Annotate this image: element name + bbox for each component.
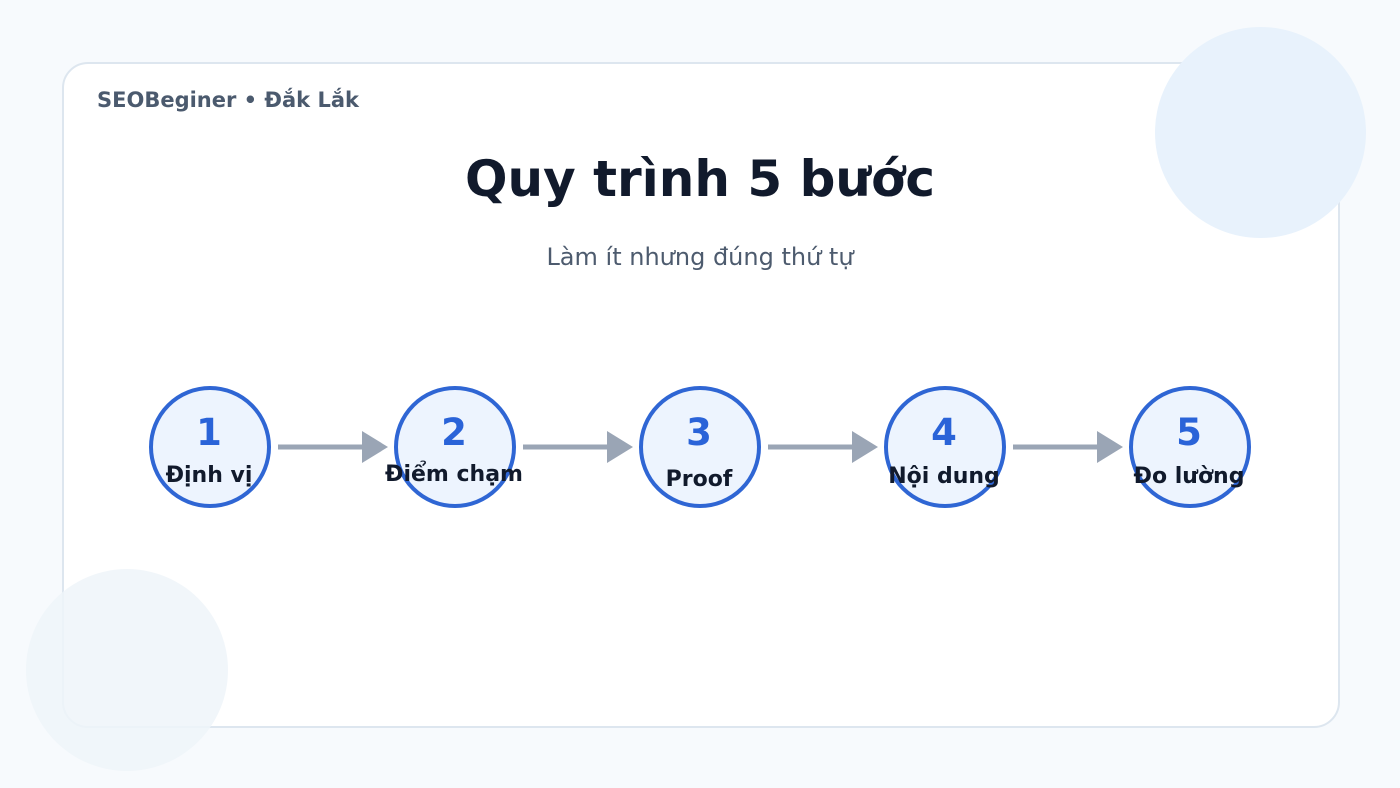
step-circle xyxy=(639,386,761,508)
step-label: Nội dung xyxy=(888,464,1000,489)
step-node: 3 Proof xyxy=(639,386,761,508)
step-circle xyxy=(149,386,271,508)
step-number: 2 xyxy=(441,411,467,454)
step-label: Proof xyxy=(666,467,733,492)
arrow-1-2 xyxy=(278,431,388,463)
decorative-circle-bottom xyxy=(26,569,228,771)
step-circle xyxy=(1129,386,1251,508)
decorative-circle-top xyxy=(1155,27,1366,238)
step-label: Định vị xyxy=(166,463,253,488)
step-circle xyxy=(394,386,516,508)
step-number: 3 xyxy=(686,411,712,454)
step-label: Điểm chạm xyxy=(385,461,523,487)
arrow-4-5 xyxy=(1013,431,1123,463)
step-label: Đo lường xyxy=(1134,464,1245,489)
step-node: 2 Điểm chạm xyxy=(385,386,523,508)
step-number: 5 xyxy=(1176,411,1202,454)
step-circle xyxy=(884,386,1006,508)
step-node: 1 Định vị xyxy=(149,386,271,508)
brand-label: SEOBeginer • Đắk Lắk xyxy=(97,88,359,112)
step-number: 1 xyxy=(196,411,222,454)
step-node: 4 Nội dung xyxy=(884,386,1006,508)
arrow-3-4 xyxy=(768,431,878,463)
page-title: Quy trình 5 bước xyxy=(465,150,935,208)
flow-arrows xyxy=(278,431,1123,463)
step-node: 5 Đo lường xyxy=(1129,386,1251,508)
page-subtitle: Làm ít nhưng đúng thứ tự xyxy=(546,243,854,271)
step-number: 4 xyxy=(931,411,957,454)
arrow-2-3 xyxy=(523,431,633,463)
